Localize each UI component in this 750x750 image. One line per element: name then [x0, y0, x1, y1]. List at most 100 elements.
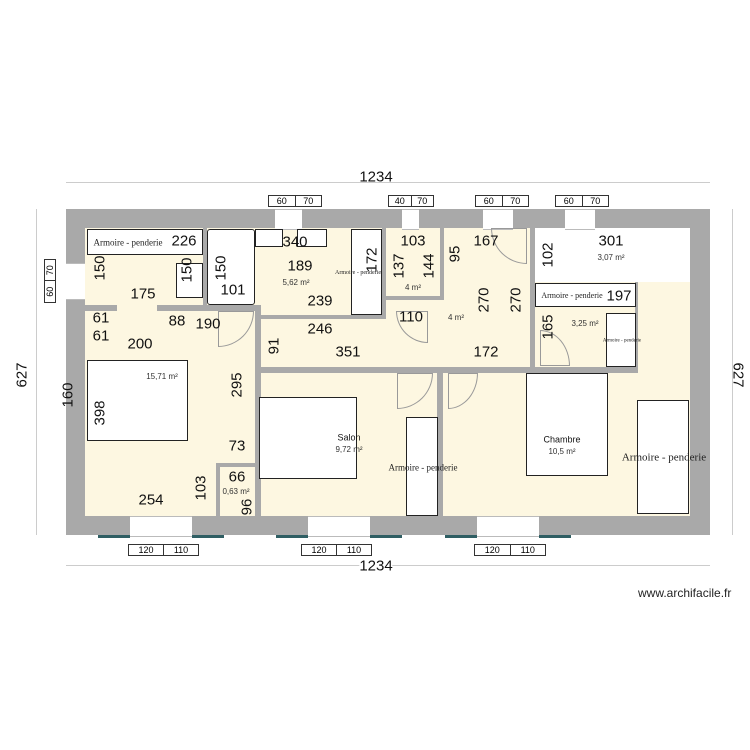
sink-icon — [297, 229, 327, 247]
interior-wall — [440, 228, 444, 298]
dimension-label: 160 — [59, 382, 77, 408]
wardrobe: Armoire - penderie — [622, 400, 706, 514]
dimension-label: 226 — [171, 232, 197, 250]
room-area: 15,71 m² — [146, 372, 178, 381]
window-height: 70 — [510, 196, 521, 206]
window — [66, 263, 85, 300]
dimension-label: 351 — [335, 343, 361, 361]
room-area: 10,5 m² — [548, 447, 576, 456]
sink-icon — [255, 229, 283, 247]
wardrobe: Armoire - penderie — [87, 229, 203, 255]
shutter — [539, 535, 571, 538]
window-height: 110 — [173, 545, 189, 555]
dimension-label: 88 — [168, 312, 186, 330]
dimension-label: 197 — [606, 287, 632, 305]
window-height: 70 — [590, 196, 601, 206]
window-width: 60 — [556, 196, 583, 206]
interior-wall — [216, 463, 256, 467]
window — [477, 516, 539, 537]
shower-icon — [207, 229, 255, 305]
dimension-label: 340 — [282, 233, 308, 251]
dimension-label: 172 — [473, 343, 499, 361]
interior-wall — [255, 367, 535, 373]
window — [565, 209, 595, 230]
dimension-label: 101 — [220, 281, 246, 299]
watermark: www.archifacile.fr — [638, 586, 732, 600]
bed — [526, 373, 608, 476]
shutter — [445, 535, 477, 538]
dimension-label: 91 — [265, 337, 283, 355]
dimension-label: 172 — [363, 247, 381, 273]
dimension-label: 96 — [238, 498, 256, 516]
window-width: 60 — [269, 196, 296, 206]
dimension-label: 627 — [729, 362, 747, 388]
window-height: 110 — [346, 545, 362, 555]
shutter — [98, 535, 130, 538]
window-size-label: 60 70 — [555, 195, 609, 207]
dimension-label: 1234 — [359, 557, 393, 575]
dimension-label: 103 — [400, 232, 426, 250]
shutter — [192, 535, 224, 538]
interior-wall — [203, 228, 207, 308]
wardrobe: Armoire - penderie — [603, 313, 641, 367]
window — [130, 516, 192, 537]
dimension-label: 103 — [192, 475, 210, 501]
dimension-label: 398 — [91, 400, 109, 426]
room-area: 3,25 m² — [571, 319, 599, 328]
dimension-line-right — [732, 209, 733, 535]
interior-wall — [535, 367, 635, 373]
room-area: 4 m² — [405, 283, 421, 292]
window-size-label: 120 110 — [474, 544, 546, 556]
window-width: 120 — [475, 545, 511, 555]
window-height: 110 — [520, 545, 535, 555]
dimension-label: 95 — [446, 245, 464, 263]
dimension-label: 102 — [539, 242, 557, 268]
cabinet — [176, 263, 203, 298]
dimension-line-top — [66, 182, 710, 183]
wardrobe-label: Armoire - penderie — [335, 270, 381, 276]
room-area: 4 m² — [448, 313, 464, 322]
wardrobe: Armoire - penderie — [335, 229, 382, 315]
window-size-label: 120 110 — [301, 544, 372, 556]
room-name: Salon — [337, 432, 361, 443]
wardrobe-label: Armoire - penderie — [602, 338, 642, 344]
room-area: 9,72 m² — [335, 445, 363, 454]
window — [308, 516, 370, 537]
room-area: 0,63 m² — [222, 487, 250, 496]
room-area: 5,62 m² — [282, 278, 310, 287]
shutter — [276, 535, 308, 538]
interior-wall — [216, 463, 220, 516]
interior-wall — [85, 305, 117, 311]
room-name: Chambre — [543, 434, 581, 445]
interior-wall — [255, 305, 261, 516]
interior-wall — [382, 228, 386, 316]
dimension-label: 295 — [228, 372, 246, 398]
wardrobe: Armoire - penderie — [389, 417, 457, 516]
interior-wall — [259, 315, 386, 319]
window-width: 120 — [302, 545, 337, 555]
dimension-label: 246 — [307, 320, 333, 338]
wardrobe: Armoire - penderie — [535, 283, 636, 307]
dimension-label: 73 — [228, 437, 246, 455]
dimension-label: 150 — [212, 255, 230, 281]
dimension-label: 61 — [92, 327, 110, 345]
interior-wall — [437, 367, 443, 516]
window — [483, 209, 513, 230]
dimension-label: 627 — [13, 362, 31, 388]
dimension-label: 270 — [507, 287, 525, 313]
dimension-label: 239 — [307, 292, 333, 310]
dimension-label: 144 — [420, 253, 438, 279]
dimension-label: 270 — [475, 287, 493, 313]
dimension-label: 189 — [287, 257, 313, 275]
window-height: 70 — [45, 265, 55, 276]
interior-wall — [635, 282, 638, 373]
dimension-label: 137 — [390, 253, 408, 279]
shutter — [370, 535, 402, 538]
dimension-label: 165 — [539, 314, 557, 340]
dimension-label: 167 — [473, 232, 499, 250]
interior-wall — [386, 296, 444, 300]
bed — [259, 397, 357, 479]
